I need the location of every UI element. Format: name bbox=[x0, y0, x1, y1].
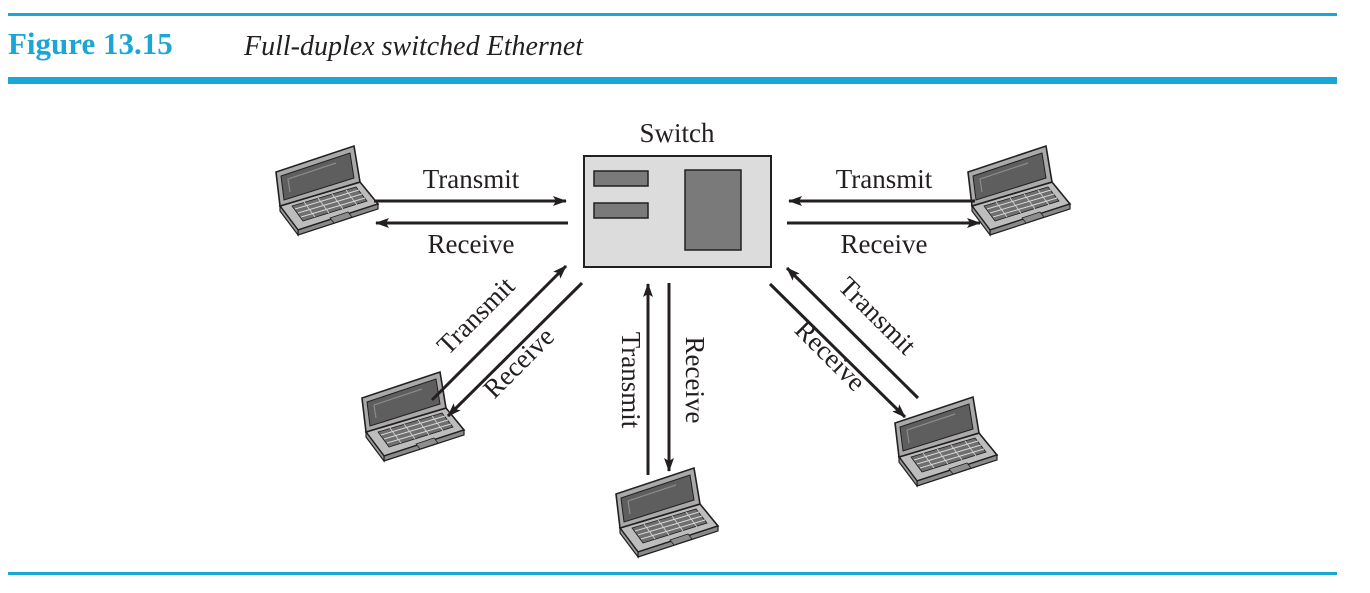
lower-left-transmit-arrow bbox=[430, 264, 568, 402]
lower-right-receive-label: Receive bbox=[789, 314, 872, 397]
right-transmit-label: Transmit bbox=[836, 164, 933, 194]
lower-right-transmit-arrow bbox=[785, 266, 920, 400]
left-transmit-label: Transmit bbox=[423, 164, 520, 194]
lower-left-receive-label: Receive bbox=[477, 321, 560, 404]
left-receive-label: Receive bbox=[428, 229, 515, 259]
header-rule bbox=[8, 77, 1337, 84]
lower-right-receive-arrow bbox=[768, 282, 907, 419]
laptop-icon bbox=[275, 145, 379, 236]
laptop-icon bbox=[615, 467, 719, 558]
lower-left-receive-arrow bbox=[446, 281, 584, 418]
switch-label: Switch bbox=[639, 118, 715, 148]
bottom-receive-label: Receive bbox=[680, 337, 710, 424]
bottom-rule bbox=[8, 572, 1337, 575]
figure-caption: Full-duplex switched Ethernet bbox=[244, 31, 584, 62]
laptop-icon bbox=[967, 145, 1071, 236]
bottom-transmit-label: Transmit bbox=[616, 332, 646, 429]
top-rule bbox=[8, 13, 1337, 16]
lower-right-transmit-label: Transmit bbox=[833, 271, 923, 361]
right-receive-label: Receive bbox=[841, 229, 928, 259]
switch-icon bbox=[583, 155, 772, 268]
figure-number: Figure 13.15 bbox=[8, 26, 173, 61]
laptop-icon bbox=[894, 396, 998, 487]
lower-left-transmit-label: Transmit bbox=[431, 271, 521, 361]
